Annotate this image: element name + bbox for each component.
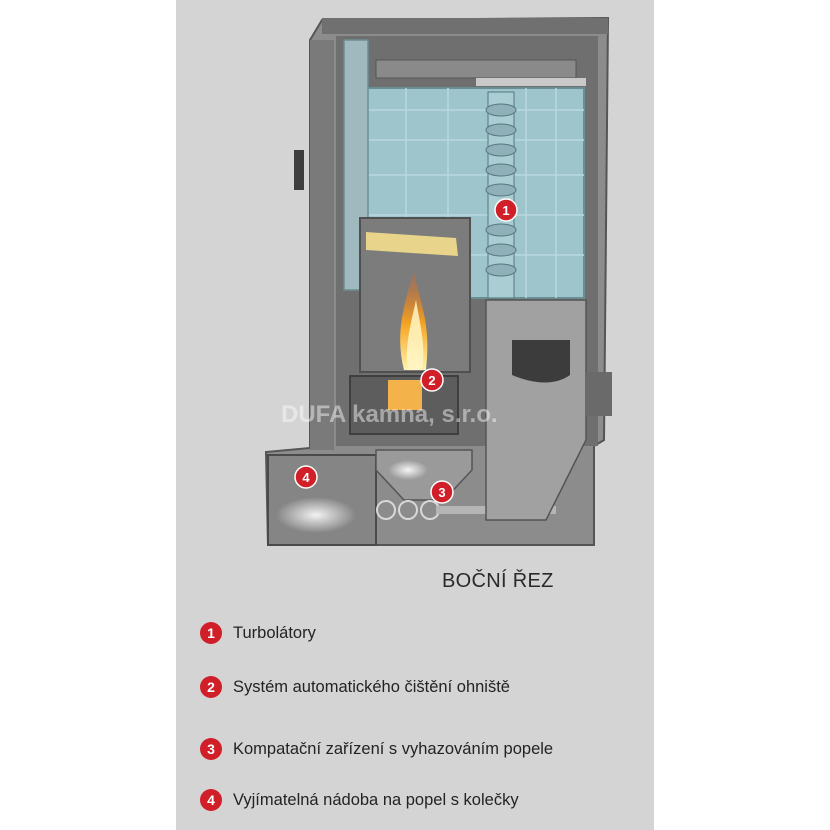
side-vent [294, 150, 304, 190]
flue-pipe [343, 39, 369, 291]
turbulator-spiral [485, 91, 517, 299]
inner-flame [406, 300, 424, 370]
legend-label: Turbolátory [233, 623, 316, 642]
stove-cross-section-diagram: DUFA kamna, s.r.o. 1 2 3 4 [264, 16, 612, 546]
top-rail [476, 78, 586, 86]
legend-badge: 3 [200, 738, 222, 760]
baffle-plate [366, 232, 458, 256]
svg-text:2: 2 [428, 373, 435, 388]
marker-2: 2 [420, 368, 444, 392]
fan-opening [512, 340, 570, 383]
legend-badge: 1 [200, 622, 222, 644]
legend-label: Vyjímatelná nádoba na popel s kolečky [233, 790, 519, 809]
side-panel [310, 40, 334, 450]
legend-item-4: 4 Vyjímatelná nádoba na popel s kolečky [200, 789, 519, 811]
section-caption: BOČNÍ ŘEZ [442, 570, 554, 592]
outlet-box [586, 372, 612, 416]
top-cover [322, 18, 608, 34]
ash-smoke [276, 497, 356, 533]
legend-item-3: 3 Kompatační zařízení s vyhazováním pope… [200, 738, 553, 760]
legend-badge: 2 [200, 676, 222, 698]
exchanger-grid [364, 88, 584, 298]
ash-puff [388, 460, 428, 480]
legend-item-2: 2 Systém automatického čištění ohniště [200, 676, 510, 698]
legend-item-1: 1 Turbolátory [200, 622, 316, 644]
brazier-glow [388, 380, 422, 410]
top-duct [375, 59, 577, 79]
marker-4: 4 [294, 465, 318, 489]
marker-1: 1 [494, 198, 518, 222]
legend-label: Systém automatického čištění ohniště [233, 677, 510, 696]
svg-text:1: 1 [502, 203, 509, 218]
svg-text:3: 3 [438, 485, 445, 500]
legend-label: Kompatační zařízení s vyhazováním popele [233, 739, 554, 758]
marker-3: 3 [430, 480, 454, 504]
svg-text:4: 4 [302, 470, 310, 485]
watermark: DUFA kamna, s.r.o. [281, 401, 498, 428]
legend-badge: 4 [200, 789, 222, 811]
